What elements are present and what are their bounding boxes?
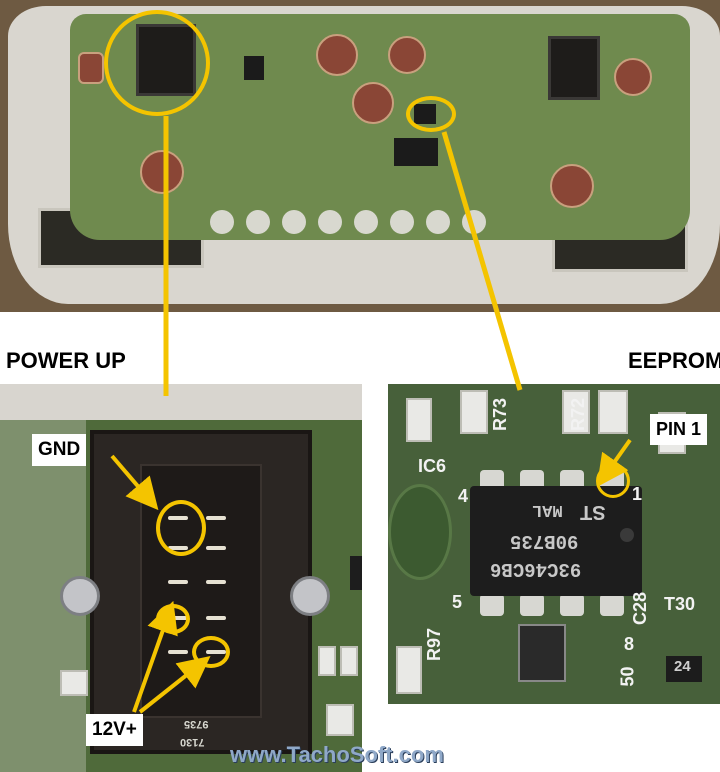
- silk-label-ic6: IC6: [418, 456, 447, 476]
- pin-1-label: PIN 1: [650, 414, 708, 445]
- eeprom-callout-line: [441, 131, 523, 391]
- 12v-arrow-2: [138, 656, 211, 714]
- smd-resistor: [562, 390, 590, 434]
- led: [354, 210, 378, 234]
- pin-1-notch: [620, 528, 634, 542]
- eeprom-closeup-photo: ST MAL 90B735 93C46CB6 R73 R72 IC6 R97 C…: [388, 384, 720, 704]
- gnd-pins-highlight-ring: [156, 500, 206, 556]
- smd-resistor: [396, 646, 422, 694]
- silk-label-t30: T30: [664, 594, 696, 614]
- 12v-arrow-1: [132, 600, 178, 713]
- capacitor: [78, 52, 104, 84]
- power-connector-highlight-ring: [104, 10, 210, 116]
- connector-pin: [206, 580, 226, 584]
- smd-component: [340, 646, 358, 676]
- smd-component: [326, 704, 354, 736]
- power-housing-edge: [0, 384, 362, 420]
- capacitor: [316, 34, 358, 76]
- silk-pin-1: 1: [632, 484, 643, 504]
- cluster-board-photo: [0, 0, 720, 312]
- microcontroller-chip: [394, 138, 438, 166]
- ic-pin: [480, 594, 504, 616]
- power-up-heading: POWER UP: [6, 348, 126, 373]
- regulator-chip: [244, 56, 264, 80]
- power-connector-photo: 9735 7130 GND 12V+: [0, 384, 362, 772]
- led: [282, 210, 306, 234]
- capacitor: [550, 164, 594, 208]
- ic-pin: [520, 594, 544, 616]
- gnd-arrow: [110, 454, 159, 511]
- capacitor: [614, 58, 652, 96]
- connector-pin: [206, 616, 226, 620]
- 12v-label: 12V+: [86, 714, 143, 746]
- capacitor: [140, 150, 184, 194]
- smd-resistor: [460, 390, 488, 434]
- eeprom-heading: EEPROM: [628, 348, 720, 373]
- aux-connector: [548, 36, 600, 100]
- right-mounting-screw: [290, 576, 330, 616]
- ic-pin: [560, 594, 584, 616]
- connector-pin: [206, 516, 226, 520]
- led: [390, 210, 414, 234]
- capacitor: [352, 82, 394, 124]
- smd-resistor: [598, 390, 628, 434]
- 12v-pin-highlight-ring: [192, 636, 230, 668]
- eeprom-ic: ST MAL 90B735 93C46CB6: [470, 486, 642, 596]
- pin-1-arrow: [596, 438, 632, 488]
- led: [318, 210, 342, 234]
- smd-resistor: [406, 398, 432, 442]
- led: [210, 210, 234, 234]
- led: [246, 210, 270, 234]
- connector-pin: [206, 546, 226, 550]
- silk-pin-4: 4: [458, 486, 469, 506]
- ic-pin: [600, 594, 624, 616]
- smd-ic: [350, 556, 362, 590]
- plated-hole: [388, 484, 452, 580]
- eeprom-highlight-ring: [406, 96, 456, 132]
- transistor-t30: 24: [666, 656, 702, 682]
- led: [426, 210, 450, 234]
- silk-pin-8: 8: [624, 634, 635, 654]
- gnd-label: GND: [32, 434, 87, 466]
- smd-component: [318, 646, 336, 676]
- silk-pin-5: 5: [452, 592, 463, 612]
- smd-component: [60, 670, 88, 696]
- left-mounting-screw: [60, 576, 100, 616]
- transistor-marking: 24: [674, 658, 691, 675]
- capacitor: [388, 36, 426, 74]
- connector-pin: [168, 580, 188, 584]
- electrolytic-capacitor: [518, 624, 566, 682]
- connector-pin: [168, 650, 188, 654]
- watermark-text: www.TachoSoft.com: [230, 742, 444, 767]
